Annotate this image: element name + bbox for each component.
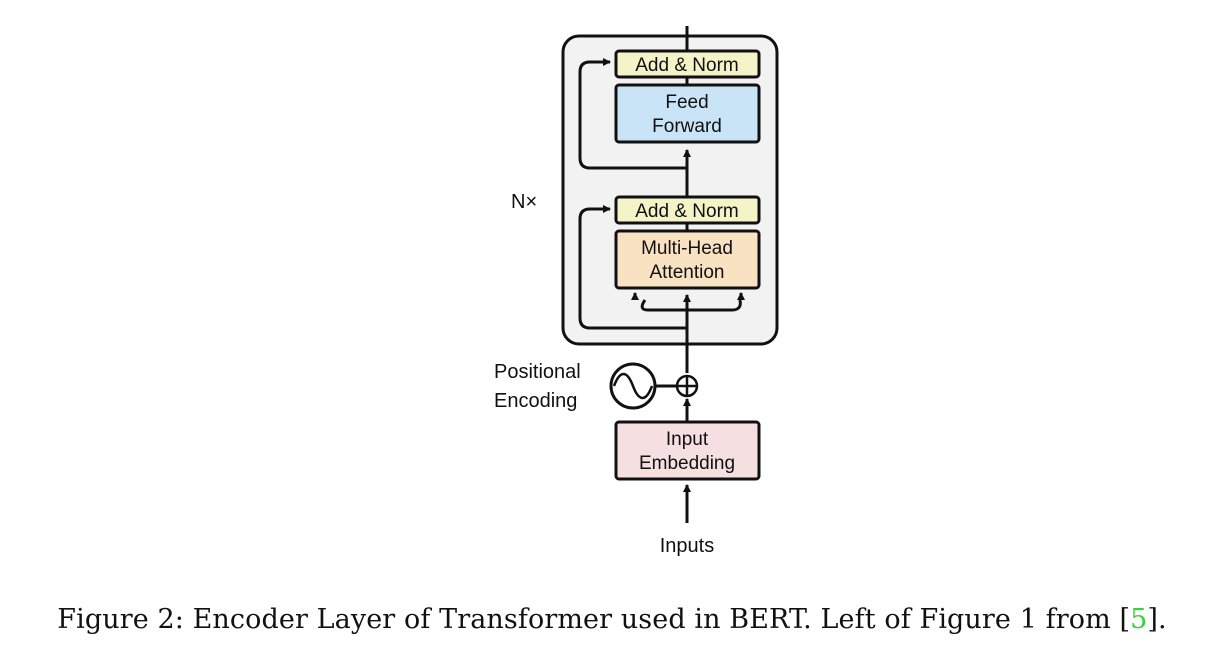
positional-encoding-label-line2: Encoding [494,390,577,412]
add-norm-label-bottom: Add & Norm [635,201,738,222]
add-norm-label-top: Add & Norm [635,55,738,76]
encoder-layer-diagram: Add & Norm Feed Forward Add & Norm Multi… [494,26,779,557]
positional-encoding-label-line1: Positional [494,361,581,383]
residual-connection-bottom [578,205,687,330]
sine-wave-icon [612,372,654,400]
feed-forward-block [614,83,761,144]
feed-forward-label-line1: Feed [665,92,708,113]
attention-label-line2: Attention [650,262,725,283]
caption-suffix: ]. [1147,604,1167,635]
add-norm-block-bottom [614,195,761,225]
input-embedding-label-line1: Input [666,429,709,450]
nx-layer-box [561,34,779,346]
attention-input-fork [640,299,742,312]
input-embedding-block [614,420,761,481]
attention-label-line1: Multi-Head [641,238,733,259]
multi-head-attention-block [614,229,761,290]
inputs-label: Inputs [660,535,714,557]
add-norm-block-top [614,49,761,79]
caption-text: Figure 2: Encoder Layer of Transformer u… [57,604,1131,635]
feed-forward-label-line2: Forward [652,116,722,137]
residual-connection-top [578,58,687,170]
citation-link[interactable]: 5 [1130,604,1148,635]
nx-label: N× [511,191,537,213]
input-embedding-label-line2: Embedding [639,453,735,474]
figure-caption: Figure 2: Encoder Layer of Transformer u… [0,604,1224,635]
